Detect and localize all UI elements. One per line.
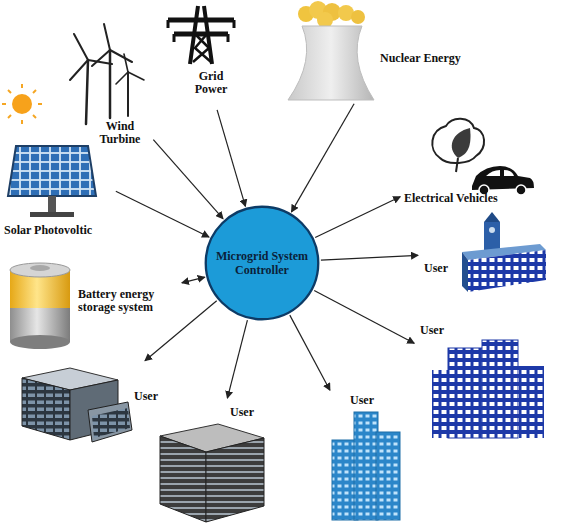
sun-icon (2, 84, 42, 124)
node-label: Solar Photovoltic (4, 224, 112, 237)
cooling-tower-icon (288, 1, 374, 100)
node-label: Battery energy storage system (78, 288, 178, 314)
flow-arrow (227, 320, 247, 398)
flow-arrow (217, 110, 245, 206)
flow-arrow (292, 104, 355, 212)
user-node: User (16, 362, 168, 448)
flow-arrow (321, 255, 418, 260)
tower-building-icon (332, 412, 400, 520)
controller-circle: Microgrid System Controller (204, 205, 320, 321)
clock-building-icon (462, 212, 546, 292)
grid-pylon-icon (168, 6, 234, 64)
user-node: User (328, 392, 404, 524)
controller-label: Microgrid System Controller (214, 249, 310, 277)
load-node: Electrical Vehicles (402, 112, 552, 208)
node-label: User (420, 324, 456, 337)
node-label: Grid Power (184, 70, 238, 96)
source-node: Solar Photovoltic (2, 84, 114, 242)
flow-arrow (314, 291, 414, 344)
node-label: User (230, 406, 266, 419)
flow-arrow (315, 197, 400, 238)
flow-arrow (145, 301, 217, 361)
node-label: User (134, 390, 166, 403)
node-label: User (424, 262, 460, 275)
source-node: Nuclear Energy (284, 2, 484, 102)
node-label: Electrical Vehicles (404, 192, 544, 205)
ev-icon (432, 119, 534, 195)
low-building-icon (22, 368, 132, 442)
node-label: User (350, 394, 386, 407)
flow-arrow (290, 315, 330, 390)
controller-circle-shape (206, 207, 319, 320)
wind-turbine-icon (70, 24, 144, 124)
office-building-icon (432, 340, 544, 438)
flow-arrow (153, 140, 223, 219)
user-node: User (416, 316, 548, 442)
user-node: User (420, 208, 550, 296)
flow-arrow (182, 277, 205, 283)
grey-building-icon (160, 424, 264, 522)
source-node: Wind Turbine (62, 22, 152, 152)
source-node: Grid Power (160, 2, 242, 108)
storage-node: Battery energy storage system (4, 258, 180, 352)
solar-panel-icon (8, 146, 96, 217)
node-label: Wind Turbine (92, 120, 148, 146)
battery-icon (10, 263, 70, 349)
flow-arrow (116, 191, 209, 237)
user-node: User (154, 400, 268, 524)
node-label: Nuclear Energy (380, 52, 482, 65)
